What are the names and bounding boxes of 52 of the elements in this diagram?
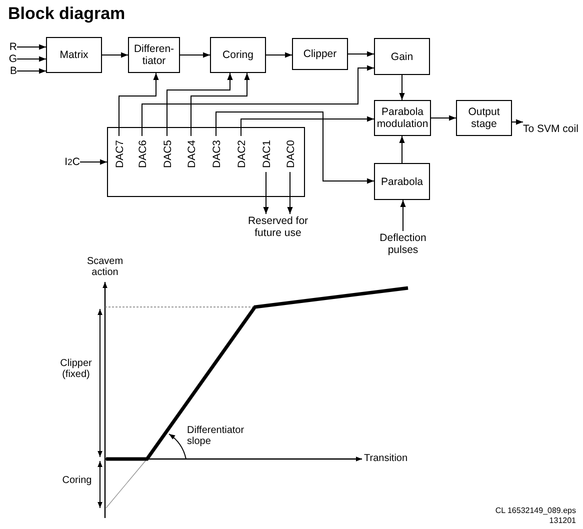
pin-label: DAC5 — [162, 136, 174, 172]
process-box: Parabola modulation — [374, 100, 431, 136]
arrow — [16, 44, 46, 50]
process-box: Matrix — [46, 37, 102, 73]
arrow — [263, 172, 269, 214]
input-label: B — [4, 65, 17, 77]
pin-label: DAC6 — [137, 136, 149, 172]
arrow — [180, 52, 210, 58]
arrow — [16, 56, 46, 62]
chip-box — [107, 127, 305, 197]
arrow — [16, 68, 46, 74]
arrow — [102, 52, 128, 58]
note-text: Deflection pulses — [370, 231, 436, 257]
pin-label: DAC3 — [211, 136, 223, 172]
pin-label: DAC7 — [114, 136, 126, 172]
arrow — [287, 172, 293, 214]
axis-label: Scavem action — [86, 256, 124, 278]
diagram-title: Block diagram — [8, 4, 126, 24]
process-box: Output stage — [456, 100, 512, 136]
process-box: Clipper — [292, 38, 348, 70]
file-reference: CL 16532149_089.eps — [494, 506, 576, 515]
dimension-label: Clipper (fixed) — [59, 358, 93, 380]
output-label: To SVM coil — [523, 116, 581, 142]
arrow — [266, 52, 292, 58]
arrow — [80, 159, 108, 165]
process-box: Coring — [210, 37, 266, 73]
input-label: G — [4, 53, 17, 65]
arrow — [190, 72, 250, 136]
pin-label: DAC4 — [186, 136, 198, 172]
pin-label: DAC2 — [236, 136, 248, 172]
arrow — [399, 74, 405, 100]
arrow — [400, 200, 406, 232]
arrow — [240, 116, 374, 136]
date-code: 131201 — [548, 516, 576, 525]
note-text: Reserved for future use — [238, 214, 318, 240]
input-label: R — [4, 41, 17, 53]
arrow — [399, 136, 405, 164]
arrow — [142, 65, 374, 136]
arrow — [430, 115, 456, 121]
arrow — [348, 51, 374, 57]
process-box: Parabola — [374, 163, 430, 200]
pin-label: DAC1 — [261, 136, 273, 172]
axis-label: Transition — [364, 453, 409, 464]
dimension-label: Coring — [61, 475, 93, 486]
arrow — [216, 112, 374, 184]
arrow — [118, 72, 159, 136]
process-box: Gain — [374, 38, 430, 75]
arrow — [512, 119, 524, 125]
arrow — [166, 72, 233, 136]
process-box: Differen- tiator — [128, 37, 180, 73]
angle-label: Differentiator slope — [187, 425, 246, 447]
pin-label: DAC0 — [285, 136, 297, 172]
